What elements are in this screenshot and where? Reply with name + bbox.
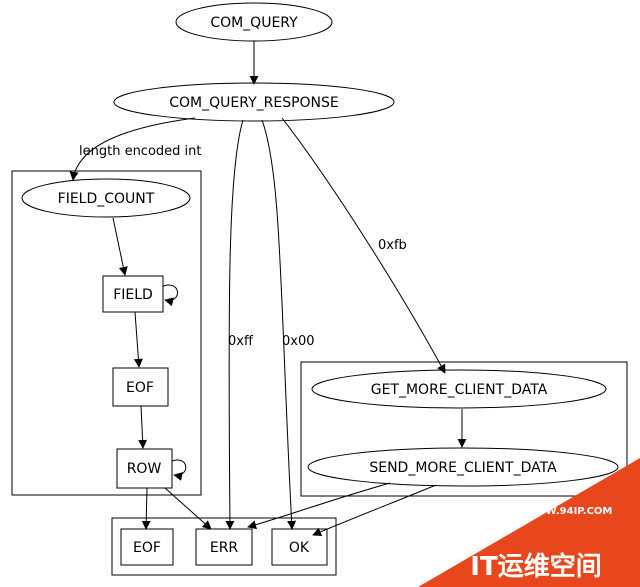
get-more-client-data-label: GET_MORE_CLIENT_DATA (371, 382, 548, 398)
edge-send-more-to-err (247, 482, 391, 530)
field-node (102, 275, 164, 313)
ok-node (271, 528, 328, 566)
xfb-label: 0xfb (378, 238, 407, 253)
err-node (195, 528, 253, 566)
watermark-name: IT运维空间 (470, 551, 601, 582)
edge-response-to-get-more (281, 117, 446, 374)
edge-response-to-err (225, 119, 244, 530)
length-encoded-int-label: length encoded int (79, 144, 202, 159)
edge-field-count-to-field (112, 217, 128, 276)
row-label: ROW (127, 461, 162, 477)
watermark-logo: WWW.94IP.COM IT运维空间 (418, 458, 640, 587)
field-label: FIELD (113, 287, 153, 303)
xff-label: 0xff (228, 334, 254, 349)
err-label: ERR (210, 540, 239, 556)
send-more-client-data-label: SEND_MORE_CLIENT_DATA (369, 460, 557, 476)
edge-response-to-ok (261, 119, 297, 530)
watermark-url: WWW.94IP.COM (524, 506, 613, 517)
x00-label: 0x00 (282, 334, 315, 349)
edge-row-to-err (164, 487, 212, 530)
eof-end-node (120, 528, 174, 566)
row-node (116, 448, 173, 489)
eof-end-label: EOF (133, 540, 161, 556)
get-more-client-data-node (311, 369, 607, 409)
edge-send-more-to-ok (312, 484, 437, 536)
com-query-response-node (113, 82, 395, 122)
edge-field-self-loop (162, 284, 178, 307)
eof-mid-label: EOF (126, 380, 154, 396)
com-query-label: COM_QUERY (210, 15, 298, 31)
edge-eof-to-row (138, 405, 148, 449)
eof-mid-node (112, 367, 169, 407)
result-set-cluster (11, 170, 202, 496)
send-more-client-data-node (307, 447, 619, 487)
com-query-response-label: COM_QUERY_RESPONSE (169, 95, 339, 111)
edge-response-to-field-count (69, 117, 196, 181)
field-count-node (21, 178, 191, 218)
edge-row-self-loop (171, 459, 187, 481)
com-query-node (175, 2, 333, 42)
ok-label: OK (289, 540, 310, 556)
local-infile-cluster (300, 361, 628, 497)
edge-field-to-eof (133, 311, 143, 368)
edge-row-to-eof-end (141, 487, 151, 530)
field-count-label: FIELD_COUNT (58, 191, 155, 207)
terminal-cluster (111, 517, 337, 576)
